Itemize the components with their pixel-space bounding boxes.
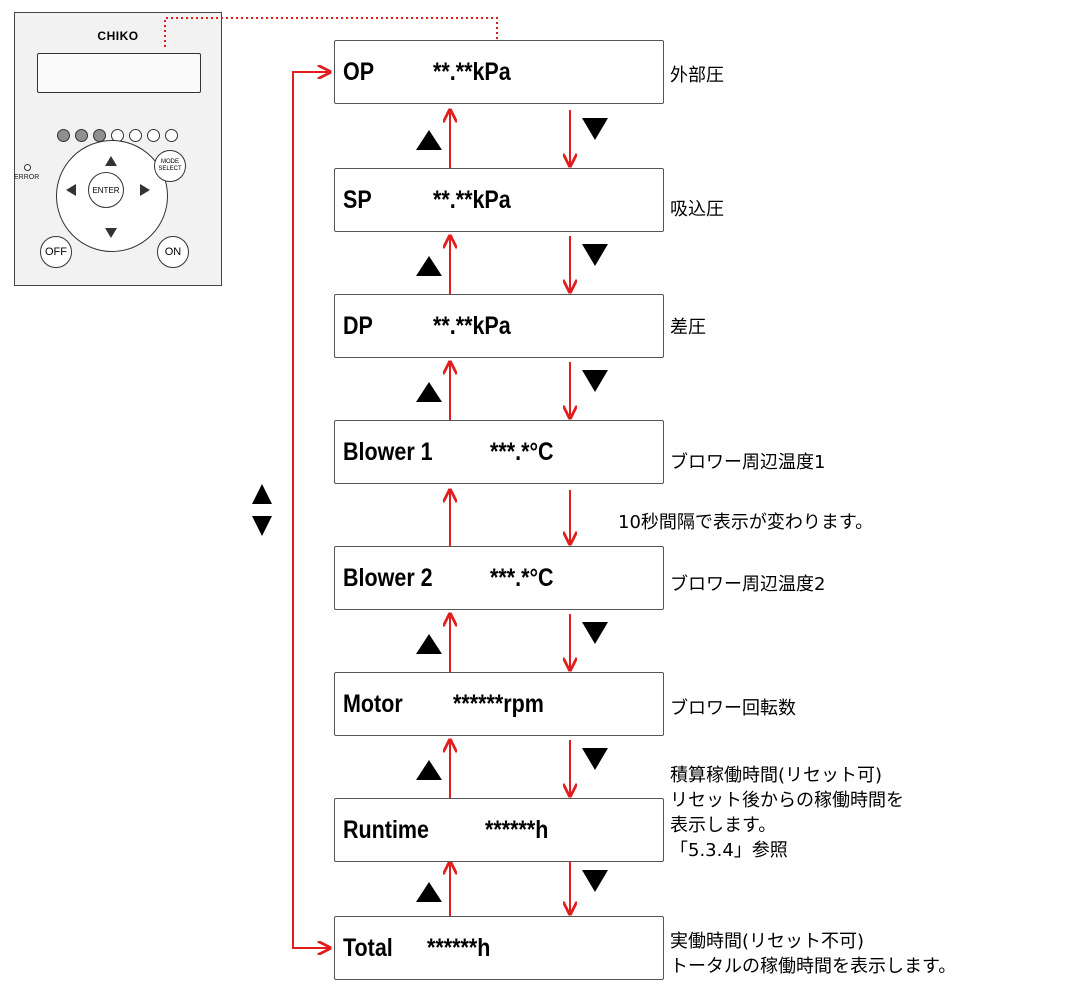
display-label: Blower 1 (343, 437, 433, 466)
loop-down-triangle-icon (252, 516, 272, 536)
display-dp: DP **.**kPa (334, 294, 664, 358)
brand-logo: CHIKO (97, 29, 139, 43)
status-led-2 (75, 129, 88, 142)
desc-total-line-2: トータルの稼働時間を表示します。 (670, 956, 957, 977)
display-value: ******h (485, 815, 549, 844)
display-label: SP (343, 185, 372, 214)
status-led-5 (129, 129, 142, 142)
auto-switch-note: 10秒間隔で表示が変わります。 (618, 512, 874, 533)
transition-2 (416, 236, 608, 294)
desc-op: 外部圧 (670, 65, 724, 86)
transition-1 (416, 110, 608, 168)
display-blower-1: Blower 1 ***.*°C (334, 420, 664, 484)
desc-motor: ブロワー回転数 (670, 698, 796, 719)
desc-blower-2: ブロワー周辺温度2 (670, 574, 826, 595)
display-value: **.**kPa (433, 185, 511, 214)
desc-runtime-line-4: 「5.3.4」参照 (670, 840, 788, 861)
left-arrow-icon[interactable] (66, 184, 76, 196)
desc-runtime-line-2: リセット後からの稼働時間を (670, 790, 904, 811)
display-value: ******h (427, 933, 491, 962)
controller-link-dotted (164, 17, 498, 47)
display-sp: SP **.**kPa (334, 168, 664, 232)
desc-runtime-line-3: 表示します。 (670, 815, 777, 836)
status-led-6 (147, 129, 160, 142)
desc-dp: 差圧 (670, 317, 706, 338)
transition-5 (416, 614, 608, 672)
up-arrow-icon[interactable] (105, 156, 117, 166)
desc-blower-1: ブロワー周辺温度1 (670, 452, 826, 473)
status-leds (57, 129, 178, 142)
display-runtime: Runtime ******h (334, 798, 664, 862)
status-led-7 (165, 129, 178, 142)
display-label: Total (343, 933, 393, 962)
transition-4-auto (450, 490, 570, 546)
loop-line (292, 72, 330, 948)
display-label: Motor (343, 689, 403, 718)
transition-3 (416, 362, 608, 420)
down-arrow-icon[interactable] (105, 228, 117, 238)
loop-up-triangle-icon (252, 484, 272, 504)
display-label: Blower 2 (343, 563, 433, 592)
display-label: DP (343, 311, 373, 340)
display-op: OP **.**kPa (334, 40, 664, 104)
right-arrow-icon[interactable] (140, 184, 150, 196)
display-value: ***.*°C (490, 437, 554, 466)
error-led (24, 164, 31, 171)
enter-button[interactable]: ENTER (88, 172, 124, 208)
off-button[interactable]: OFF (40, 236, 72, 268)
transition-6 (416, 740, 608, 798)
error-label: ERROR (14, 174, 40, 181)
desc-total: 実働時間(リセット不可) トータルの稼働時間を表示します。 (670, 929, 956, 979)
controller-lcd (37, 53, 201, 93)
display-label: Runtime (343, 815, 429, 844)
display-total: Total ******h (334, 916, 664, 980)
on-button[interactable]: ON (157, 236, 189, 268)
transition-7 (416, 862, 608, 916)
desc-runtime: 積算稼働時間(リセット可) リセット後からの稼働時間を 表示します。 「5.3.… (670, 763, 904, 863)
desc-sp: 吸込圧 (670, 199, 724, 220)
display-motor: Motor ******rpm (334, 672, 664, 736)
display-label: OP (343, 57, 375, 86)
desc-runtime-line-1: 積算稼働時間(リセット可) (670, 765, 883, 786)
status-led-1 (57, 129, 70, 142)
desc-total-line-1: 実働時間(リセット不可) (670, 931, 865, 952)
mode-select-button[interactable]: MODE SELECT (154, 150, 186, 182)
display-value: **.**kPa (433, 311, 511, 340)
display-value: **.**kPa (433, 57, 511, 86)
display-value: ******rpm (453, 689, 544, 718)
display-blower-2: Blower 2 ***.*°C (334, 546, 664, 610)
display-value: ***.*°C (490, 563, 554, 592)
